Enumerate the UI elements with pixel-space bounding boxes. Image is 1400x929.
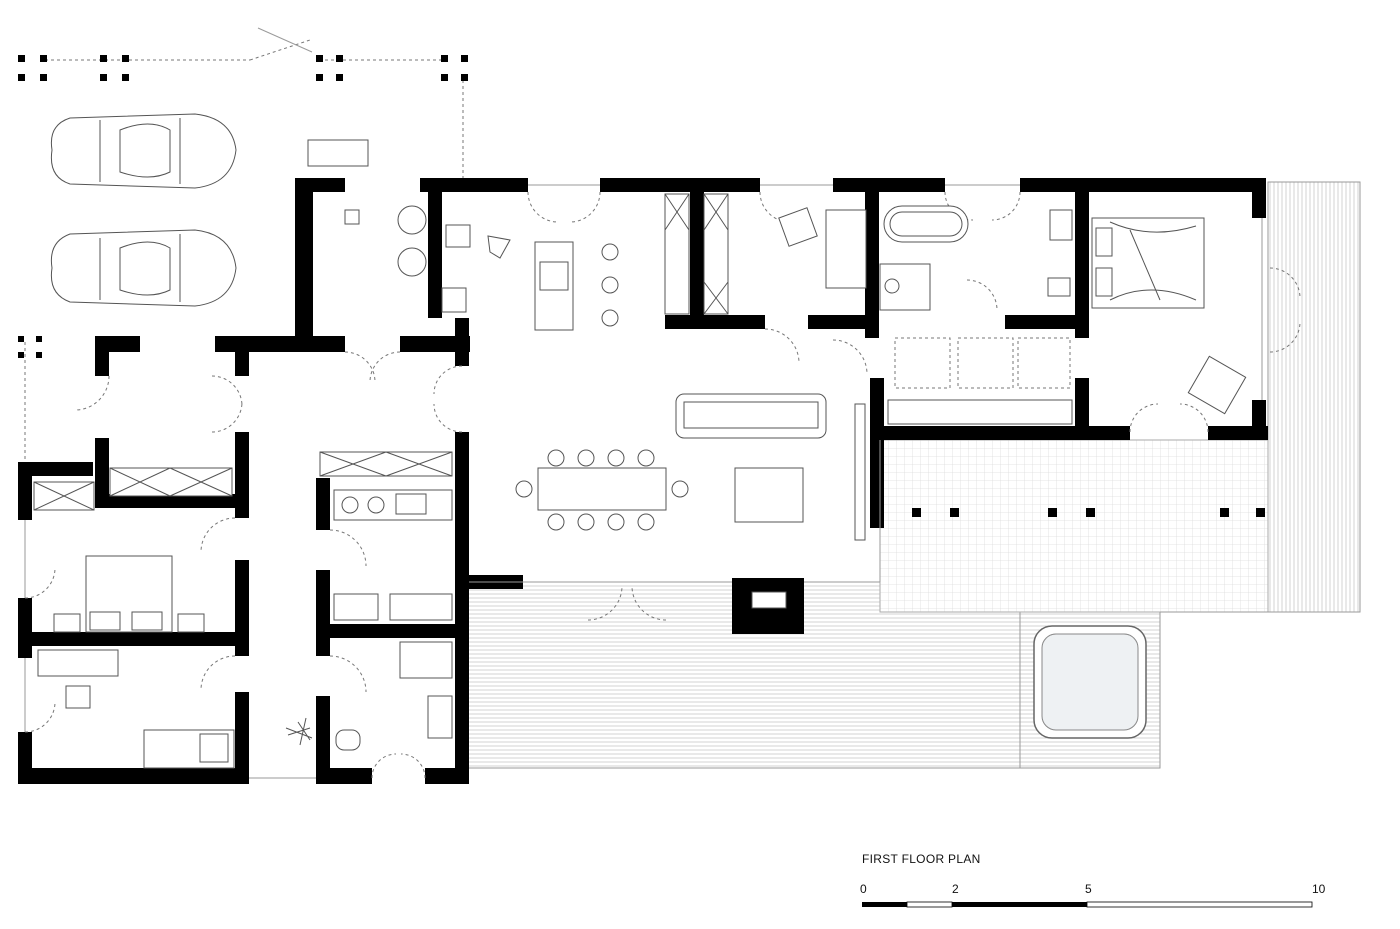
study-desk xyxy=(778,207,867,289)
sofa xyxy=(675,393,827,439)
scale-label-0: 0 xyxy=(860,882,867,896)
wardrobe-1 xyxy=(109,467,233,497)
kitchen-tall-units xyxy=(664,193,729,315)
tv-console xyxy=(854,403,866,541)
master-bath-fixtures xyxy=(879,209,1073,311)
dining-table xyxy=(515,449,689,531)
master-bed xyxy=(1091,217,1205,309)
side-deck xyxy=(1267,181,1361,613)
terrace-columns xyxy=(912,508,1265,517)
laundry-appliances xyxy=(344,205,471,313)
scale-bar xyxy=(862,901,1313,908)
entry-mat xyxy=(307,139,369,167)
coffee-table xyxy=(734,467,804,523)
plant xyxy=(285,717,313,746)
door-swings xyxy=(24,191,1301,779)
guest-bath-fixtures xyxy=(335,641,453,751)
wardrobe-2 xyxy=(33,481,95,511)
bed-2 xyxy=(53,555,205,633)
car-1 xyxy=(50,113,237,189)
scale-label-10: 10 xyxy=(1312,882,1326,896)
fireplace-insert xyxy=(751,591,787,609)
kitchen-island xyxy=(487,235,619,331)
car-2 xyxy=(50,229,237,307)
glazing-lines xyxy=(24,184,1263,779)
bathtub xyxy=(883,205,969,243)
hot-tub xyxy=(1033,625,1147,739)
fence-posts xyxy=(18,55,468,358)
kitchenette xyxy=(333,489,453,621)
plan-title: FIRST FLOOR PLAN xyxy=(862,852,981,866)
walls xyxy=(18,178,1268,784)
desk-3 xyxy=(37,649,119,709)
tiled-terrace xyxy=(879,439,1269,613)
hall-cabinets xyxy=(319,451,453,477)
scale-label-5: 5 xyxy=(1085,882,1092,896)
walk-in-closet xyxy=(887,337,1073,425)
scale-label-2: 2 xyxy=(952,882,959,896)
bed-3 xyxy=(143,729,235,769)
fence xyxy=(24,27,464,460)
master-armchair xyxy=(1187,355,1247,415)
